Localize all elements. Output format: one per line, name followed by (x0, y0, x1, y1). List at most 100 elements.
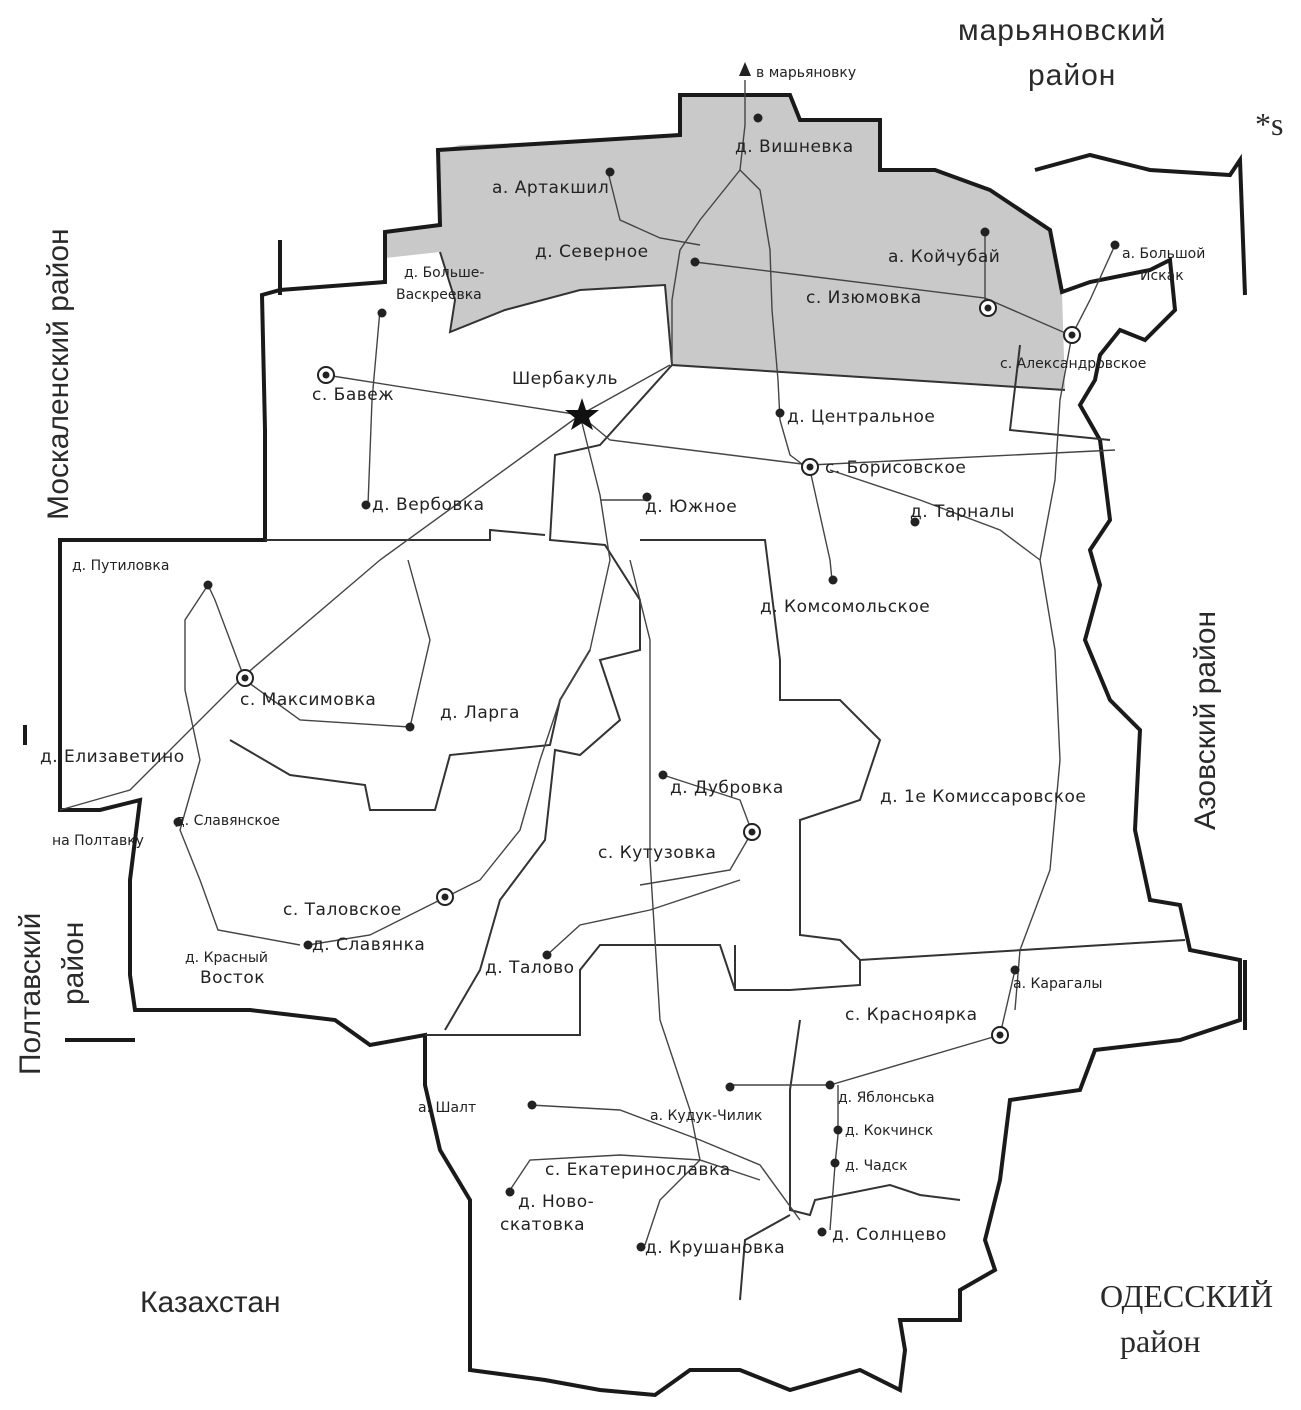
kuduk-chilik-label: а. Кудук-Чилик (650, 1108, 762, 1124)
moskalensky-label: Москаленский район (42, 228, 75, 520)
komsomolskoe-label: д. Комсомольское (760, 597, 930, 617)
talovo-label: д. Талово (485, 958, 575, 978)
roads (59, 80, 1116, 1246)
larga-dot (405, 722, 415, 732)
slavyanka-label: д. Славянка (312, 935, 425, 955)
novo-skatovka-label-1: д. Ново- (518, 1192, 594, 1212)
severnoe-label: д. Северное (535, 242, 649, 262)
verbovka-label: д. Вербовка (372, 495, 485, 515)
talovskoe-label: с. Таловское (283, 900, 402, 920)
odessky-label-2: район (1120, 1323, 1200, 1359)
krushanovka-label: д. Крушановка (645, 1238, 785, 1258)
talovo-dot (542, 950, 552, 960)
road-exit-poltavka: на Полтавку (52, 833, 144, 849)
izyumovka-ring-icon (979, 299, 997, 317)
yuzhnoe-label: д. Южное (645, 497, 737, 517)
yablonska-dot (825, 1080, 835, 1090)
shalt-label: а. Шалт (418, 1100, 476, 1116)
chadsk-label: д. Чадск (845, 1158, 908, 1174)
yuzhnoe-dot (642, 492, 652, 502)
verbovka-dot (361, 500, 371, 510)
poltavsky-label-1: Полтавский (14, 913, 47, 1075)
dubrovka-label: д. Дубровка (670, 778, 784, 798)
district-border (58, 93, 1242, 1398)
krasnoyarka-label: с. Красноярка (845, 1005, 978, 1025)
bolshoy-iskak-dot (1110, 240, 1120, 250)
borisovskoe-ring-icon (801, 458, 819, 476)
bolshoy-iskak-label-2: Искак (1140, 268, 1184, 284)
shalt-dot (527, 1100, 537, 1110)
settlement-labels: в марьяновку на Полтавку Шербакуль д. Ви… (40, 65, 1205, 1258)
center-star-icon (565, 398, 599, 430)
karagaly-label: а. Карагалы (1013, 976, 1102, 992)
krasny-vostok-label-2: Восток (200, 968, 265, 988)
highlighted-rural-area (385, 95, 1065, 390)
borisovskoe-label: с. Борисовское (825, 458, 966, 478)
rural-boundaries (229, 251, 1186, 1301)
vishnevka-label: д. Вишневка (735, 137, 854, 157)
chadsk-dot (830, 1158, 840, 1168)
azovsky-label: Азовский район (1189, 611, 1222, 830)
dubrovka-dot (658, 770, 668, 780)
putilovka-label: д. Путиловка (72, 558, 169, 574)
bolshe-vaskreyevka-dot (377, 308, 387, 318)
slavyanka-dot (303, 940, 313, 950)
maryanovsky-label-1: марьяновский (958, 14, 1166, 47)
yablonska-label: д. Яблонська (838, 1090, 935, 1106)
kutuzovka-ring-icon (743, 823, 761, 841)
odessky-label-1: ОДЕССКИЙ (1100, 1278, 1273, 1314)
kuduk-chilik-dot (725, 1082, 735, 1092)
talovskoe-ring-icon (436, 888, 454, 906)
aleksandrovskoe-label: с. Александровское (1000, 356, 1146, 372)
karagaly-dot (1010, 965, 1020, 975)
koichubai-dot (980, 227, 990, 237)
severnoe-dot (690, 257, 700, 267)
krasnoyarka-ring-icon (991, 1026, 1009, 1044)
kokchinsk-dot (833, 1125, 843, 1135)
kokchinsk-label: д. Кокчинск (845, 1123, 933, 1139)
bolshoy-iskak-label-1: а. Большой (1122, 246, 1205, 262)
centralnoe-label: д. Центральное (787, 407, 935, 427)
maksimovka-label: с. Максимовка (240, 690, 376, 710)
kutuzovka-label: с. Кутузовка (598, 843, 716, 863)
artakshil-label: а. Артакшил (492, 178, 609, 198)
tarnaly-dot (910, 517, 920, 527)
road-exit-maryanovka: в марьяновку (756, 65, 856, 81)
bolshe-vaskreyevka-label-2: Васкреевка (396, 287, 482, 303)
bolshe-vaskreyevka-label-1: д. Больше- (404, 265, 484, 281)
north-arrow-icon (739, 62, 751, 76)
krushanovka-dot (636, 1242, 646, 1252)
artakshil-dot (605, 167, 615, 177)
maksimovka-ring-icon (236, 669, 254, 687)
koichubai-label: а. Койчубай (888, 247, 1000, 267)
poltavsky-label-2: район (57, 922, 90, 1005)
settlement-markers (173, 62, 1120, 1252)
pervoe-komissarovskoe-label: д. 1е Комиссаровское (880, 787, 1086, 807)
novo-skatovka-label-2: скатовка (500, 1215, 585, 1235)
kazakhstan-label: Казахстан (140, 1286, 281, 1319)
ekaterinoslavka-label: с. Екатеринославка (545, 1160, 731, 1180)
centralnoe-dot (775, 408, 785, 418)
krasny-vostok-label-1: д. Красный (185, 950, 268, 966)
maryanovsky-boundary (1034, 152, 1247, 296)
bavezh-ring-icon (317, 366, 335, 384)
center-label: Шербакуль (512, 369, 618, 389)
slavyanskoe-dot (173, 817, 183, 827)
neighbor-labels: марьяновский район *s Москаленский район… (14, 14, 1283, 1359)
corner-mark: *s (1255, 106, 1283, 142)
putilovka-dot (203, 580, 213, 590)
aleksandrovskoe-ring-icon (1063, 326, 1081, 344)
elizavetino-label: д. Елизаветино (40, 747, 185, 767)
solntsevo-dot (817, 1227, 827, 1237)
larga-label: д. Ларга (440, 703, 520, 723)
solntsevo-label: д. Солнцево (832, 1225, 947, 1245)
maryanovsky-label-2: район (1028, 59, 1116, 92)
komsomolskoe-dot (828, 575, 838, 585)
tarnaly-label: д. Тарналы (910, 502, 1015, 522)
vishnevka-dot (753, 113, 763, 123)
izyumovka-label: с. Изюмовка (806, 288, 922, 308)
slavyanskoe-label: д. Славянское (175, 813, 280, 829)
novo-skatovka-dot (505, 1187, 515, 1197)
bavezh-label: с. Бавеж (312, 385, 394, 405)
